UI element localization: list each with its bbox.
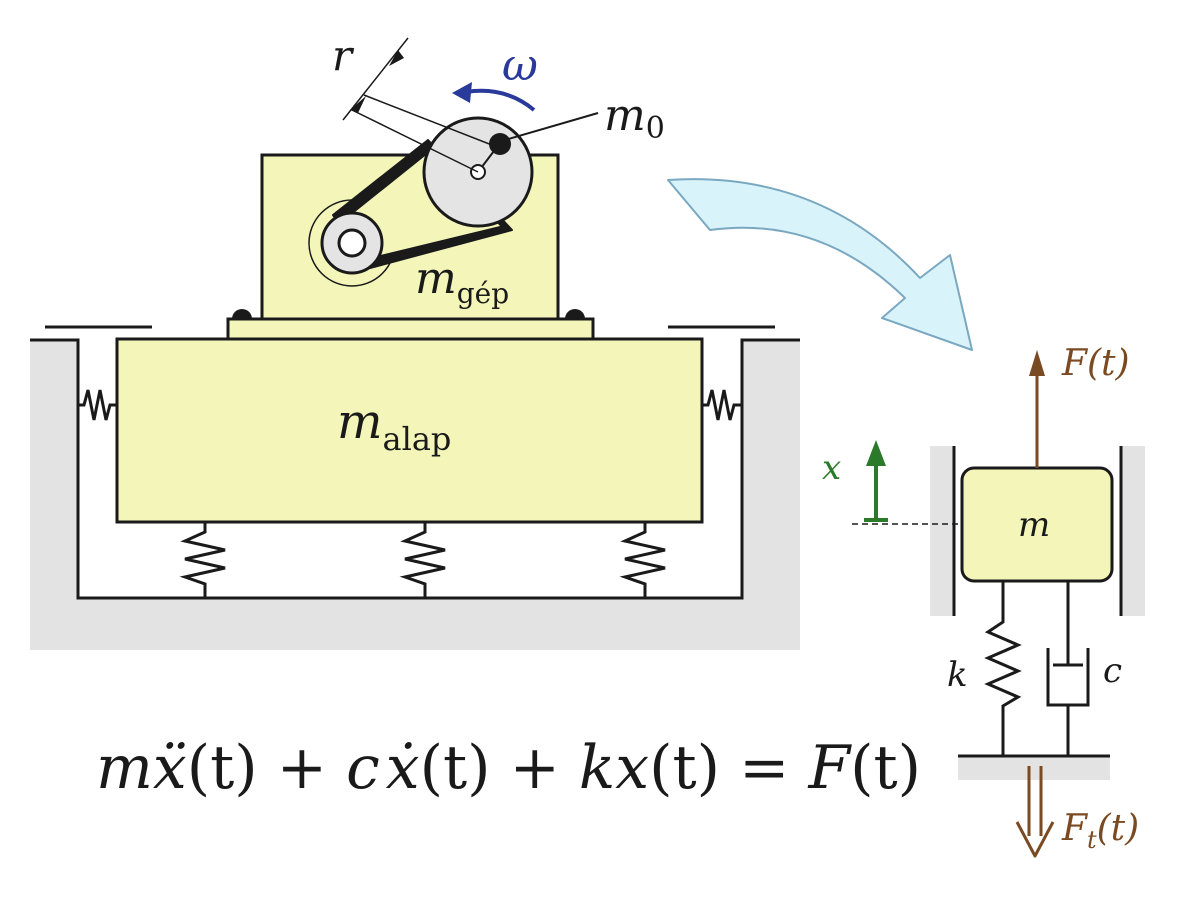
wall-left-hatch bbox=[930, 446, 954, 616]
r-label: r bbox=[332, 31, 355, 80]
omega-label: ω bbox=[502, 40, 538, 91]
transition-arrow bbox=[667, 178, 973, 351]
motor-pulley-hub bbox=[337, 228, 367, 258]
eccentric-mass bbox=[489, 133, 511, 155]
m0-label: m0 bbox=[604, 90, 665, 146]
ground-base-hatch bbox=[958, 756, 1110, 780]
transmitted-force-arrow bbox=[1015, 766, 1055, 858]
bottom-spring-2 bbox=[399, 522, 446, 598]
omega-arrowhead bbox=[452, 82, 472, 103]
r-arrowhead-bottom bbox=[350, 96, 366, 113]
foundation-block bbox=[115, 337, 704, 524]
c-label: c bbox=[1103, 651, 1122, 691]
force-arrowhead bbox=[1029, 350, 1045, 376]
support-left bbox=[232, 309, 252, 319]
x-arrowhead bbox=[866, 440, 886, 466]
r-dimension-line-2 bbox=[351, 109, 479, 173]
r-dimension-line-1 bbox=[363, 94, 498, 148]
drive-belt-inner bbox=[345, 152, 500, 258]
wall-right-hatch bbox=[1121, 446, 1145, 616]
ground-pit bbox=[30, 340, 800, 650]
transmitted-force-label: Ft(t) bbox=[1061, 808, 1139, 854]
side-spring-right bbox=[702, 389, 742, 421]
m-gep-label: mgép bbox=[415, 253, 509, 310]
omega-rotation-arrow bbox=[465, 88, 536, 112]
side-spring-left bbox=[78, 389, 117, 421]
support-right bbox=[565, 309, 585, 319]
force-label: F(t) bbox=[1061, 343, 1130, 384]
x-label: x bbox=[822, 448, 841, 488]
r-arrowhead-top bbox=[389, 50, 404, 66]
bottom-spring-3 bbox=[619, 522, 666, 598]
pit-outline bbox=[30, 338, 800, 600]
m0-leader-line bbox=[504, 112, 599, 141]
k-label: k bbox=[947, 655, 968, 695]
base-plate bbox=[226, 317, 595, 341]
bottom-spring-1 bbox=[179, 522, 226, 598]
spring-k bbox=[984, 581, 1022, 755]
mass-label: m bbox=[1018, 505, 1050, 545]
m-alap-label: malap bbox=[337, 394, 451, 458]
